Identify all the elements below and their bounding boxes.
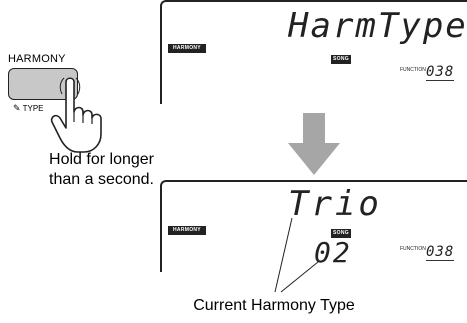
- instruction-line-2: than a second.: [49, 171, 154, 188]
- pressing-hand-icon: [50, 77, 102, 153]
- lcd-top-main-text: HarmType: [288, 6, 467, 46]
- lcd-top-harmony-tag: HARMONY: [168, 44, 206, 53]
- lcd-top-song-tag: SONG: [331, 55, 351, 64]
- instruction-text: Hold for longer than a second.: [4, 150, 154, 190]
- lcd-bottom-main-text: Trio: [288, 184, 382, 224]
- lcd-bottom-function-number: 038: [426, 244, 455, 261]
- lcd-bottom-type-number: 02: [314, 236, 352, 269]
- lcd-bottom-function-label: FUNCTION: [400, 246, 426, 252]
- lcd-bottom-song-tag: SONG: [331, 229, 351, 238]
- pencil-icon: ✎: [13, 103, 21, 113]
- lcd-bottom-harmony-tag: HARMONY: [168, 226, 206, 235]
- lcd-display-bottom: [160, 180, 467, 272]
- down-arrow-icon: [288, 113, 340, 175]
- lcd-top-function-label: FUNCTION: [400, 67, 426, 73]
- lcd-display-top: [160, 0, 467, 104]
- type-sublabel: ✎ TYPE: [13, 103, 44, 114]
- harmony-button-label: HARMONY: [8, 53, 66, 65]
- current-harmony-type-label: Current Harmony Type: [193, 297, 355, 314]
- instruction-line-1: Hold for longer: [49, 151, 154, 168]
- type-label: TYPE: [22, 104, 44, 113]
- lcd-top-function-number: 038: [426, 64, 455, 81]
